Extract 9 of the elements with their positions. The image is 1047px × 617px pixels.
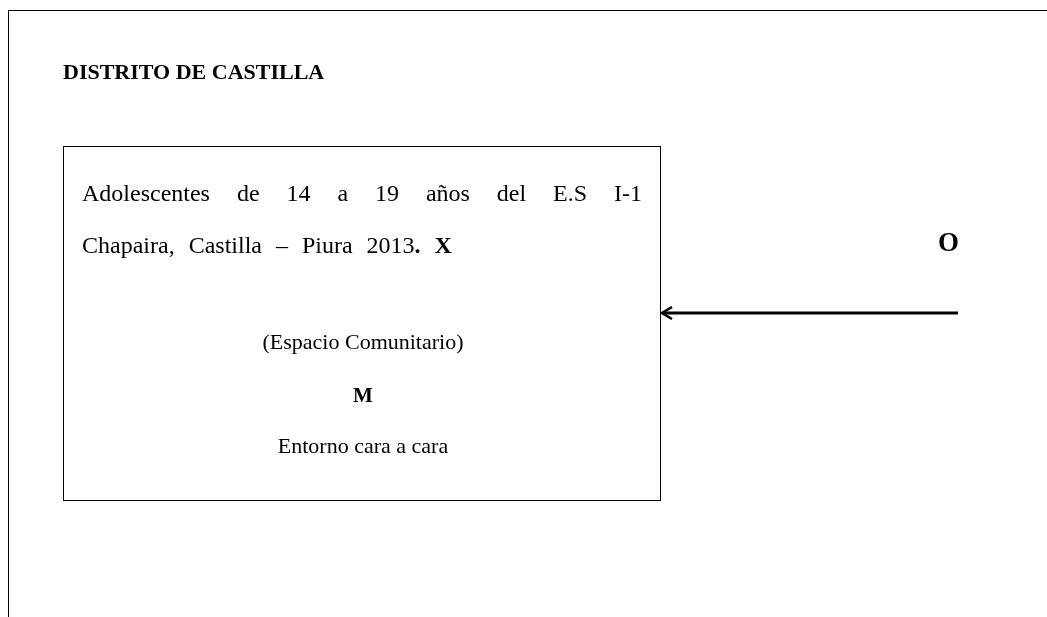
population-box: [63, 146, 661, 501]
space-symbol: M: [352, 383, 374, 409]
arrow: [660, 305, 958, 321]
environment-label: Entorno cara a cara: [276, 433, 450, 460]
district-heading: DISTRITO DE CASTILLA: [63, 59, 326, 86]
district-frame: [8, 10, 1047, 617]
origin-symbol: O: [938, 228, 959, 258]
space-label: (Espacio Comunitario): [261, 329, 465, 356]
population-description: Adolescentes de 14 a 19 años del E.S I-1 Chapaira, Castilla – Piura 2013. X: [82, 179, 642, 260]
